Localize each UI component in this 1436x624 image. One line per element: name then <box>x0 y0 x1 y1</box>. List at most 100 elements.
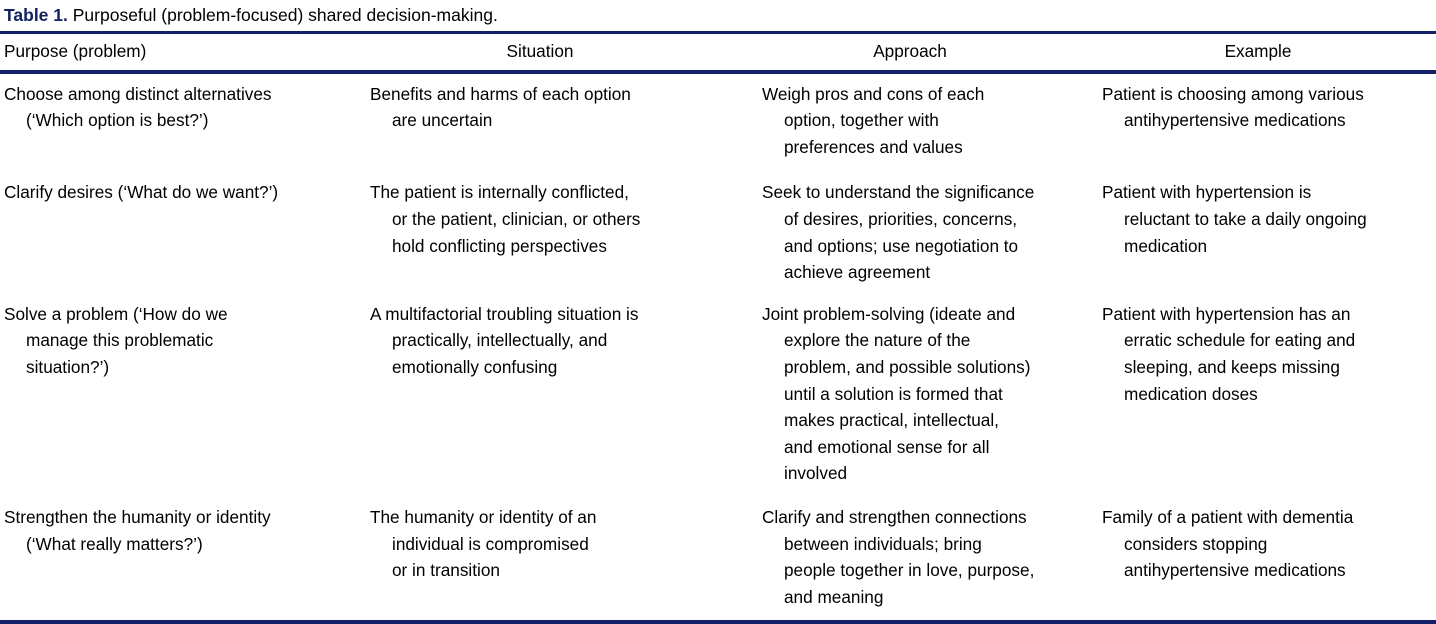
table-caption: Table 1. Purposeful (problem-focused) sh… <box>0 0 1436 31</box>
cell-line: A multifactorial troubling situation is <box>370 303 639 324</box>
cell-line: Patient is choosing among various <box>1102 83 1364 104</box>
cell-line: Seek to understand the significance <box>762 182 1035 203</box>
cell-line: or in transition <box>392 560 500 581</box>
table-body: Choose among distinct alternatives (‘Whic… <box>0 74 1436 621</box>
cell-example: Patient is choosing among various antihyp… <box>1080 81 1436 161</box>
column-header-situation: Situation <box>506 41 574 61</box>
table-row: Solve a problem (‘How do we manage this p… <box>0 294 1436 487</box>
cell-line: and meaning <box>784 586 884 607</box>
cell-line: and emotional sense for all <box>784 436 990 457</box>
cell-purpose: Strengthen the humanity or identity (‘Wha… <box>0 504 340 610</box>
cell-lines: Choose among distinct alternatives (‘Whic… <box>0 81 330 134</box>
rule-bottom <box>0 620 1436 624</box>
cell-lines: Weigh pros and cons of each option, toget… <box>740 81 1070 161</box>
cell-line: considers stopping <box>1124 533 1268 554</box>
cell-line: (‘What really matters?’) <box>26 533 203 554</box>
cell-situation: The humanity or identity of an individual… <box>340 504 740 610</box>
row-spacer <box>0 487 1436 497</box>
column-header-purpose: Purpose (problem) <box>4 41 147 61</box>
table-caption-text: Purposeful (problem-focused) shared deci… <box>72 5 498 25</box>
cell-example: Patient with hypertension is reluctant to… <box>1080 179 1436 285</box>
cell-line: involved <box>784 463 848 484</box>
cell-line: Clarify and strengthen connections <box>762 506 1027 527</box>
cell-purpose: Clarify desires (‘What do we want?’) <box>0 179 340 285</box>
cell-line: achieve agreement <box>784 262 931 283</box>
cell-line: Patient with hypertension is <box>1102 182 1312 203</box>
cell-line: erratic schedule for eating and <box>1124 330 1356 351</box>
cell-line: The patient is internally conflicted, <box>370 182 629 203</box>
cell-line: antihypertensive medications <box>1124 560 1346 581</box>
cell-line: explore the nature of the <box>784 330 971 351</box>
cell-line: The humanity or identity of an <box>370 506 597 527</box>
table-row: Choose among distinct alternatives (‘Whic… <box>0 74 1436 161</box>
cell-purpose: Choose among distinct alternatives (‘Whic… <box>0 81 340 161</box>
row-spacer <box>0 286 1436 294</box>
cell-purpose: Solve a problem (‘How do we manage this p… <box>0 301 340 487</box>
cell-situation: A multifactorial troubling situation is p… <box>340 301 740 487</box>
cell-line: Strengthen the humanity or identity <box>4 506 271 527</box>
cell-approach: Joint problem-solving (ideate and explore… <box>740 301 1080 487</box>
cell-line: and options; use negotiation to <box>784 235 1019 256</box>
cell-line: sleeping, and keeps missing <box>1124 356 1340 377</box>
cell-lines: Patient is choosing among various antihyp… <box>1080 81 1426 134</box>
cell-approach: Seek to understand the significance of de… <box>740 179 1080 285</box>
cell-approach: Weigh pros and cons of each option, toget… <box>740 81 1080 161</box>
cell-line: until a solution is formed that <box>784 383 1003 404</box>
cell-line: Weigh pros and cons of each <box>762 83 985 104</box>
row-spacer <box>0 160 1436 172</box>
rule-header <box>0 69 1436 74</box>
cell-line: antihypertensive medications <box>1124 110 1346 131</box>
column-header-example: Example <box>1224 41 1292 61</box>
cell-line: option, together with <box>784 110 939 131</box>
cell-line: (‘Which option is best?’) <box>26 110 209 131</box>
cell-line: of desires, priorities, concerns, <box>784 208 1018 229</box>
cell-lines: The humanity or identity of an individual… <box>340 504 730 584</box>
cell-line: are uncertain <box>392 110 493 131</box>
cell-lines: Joint problem-solving (ideate and explore… <box>740 301 1070 487</box>
cell-lines: Clarify desires (‘What do we want?’) <box>0 179 330 206</box>
cell-line: preferences and values <box>784 136 963 157</box>
table-caption-label: Table 1. <box>4 5 68 25</box>
table-row: Clarify desires (‘What do we want?’) The … <box>0 172 1436 285</box>
cell-lines: The patient is internally conflicted, or … <box>340 179 730 259</box>
cell-line: reluctant to take a daily ongoing <box>1124 208 1367 229</box>
cell-line: between individuals; bring <box>784 533 982 554</box>
rule-top <box>0 31 1436 34</box>
cell-situation: The patient is internally conflicted, or … <box>340 179 740 285</box>
cell-line: manage this problematic <box>26 330 214 351</box>
cell-lines: Family of a patient with dementia conside… <box>1080 504 1426 584</box>
cell-line: Joint problem-solving (ideate and <box>762 303 1016 324</box>
cell-line: emotionally confusing <box>392 356 558 377</box>
cell-line: medication doses <box>1124 383 1258 404</box>
cell-approach: Clarify and strengthen connections betwee… <box>740 504 1080 610</box>
cell-line: Patient with hypertension has an <box>1102 303 1351 324</box>
cell-lines: Clarify and strengthen connections betwee… <box>740 504 1070 610</box>
cell-lines: A multifactorial troubling situation is p… <box>340 301 730 381</box>
row-spacer <box>0 610 1436 620</box>
cell-line: makes practical, intellectual, <box>784 410 999 431</box>
table-header-row: Purpose (problem) Situation Approach Exa… <box>0 34 1436 70</box>
cell-line: Solve a problem (‘How do we <box>4 303 228 324</box>
cell-example: Patient with hypertension has an erratic … <box>1080 301 1436 487</box>
cell-line: practically, intellectually, and <box>392 330 608 351</box>
table-row: Strengthen the humanity or identity (‘Wha… <box>0 497 1436 610</box>
cell-line: individual is compromised <box>392 533 589 554</box>
cell-example: Family of a patient with dementia conside… <box>1080 504 1436 610</box>
cell-line: people together in love, purpose, <box>784 560 1035 581</box>
cell-line: or the patient, clinician, or others <box>392 208 641 229</box>
column-header-approach: Approach <box>873 41 947 61</box>
cell-lines: Strengthen the humanity or identity (‘Wha… <box>0 504 330 557</box>
cell-lines: Patient with hypertension has an erratic … <box>1080 301 1426 407</box>
cell-line: problem, and possible solutions) <box>784 356 1031 377</box>
cell-line: Choose among distinct alternatives <box>4 83 272 104</box>
cell-line: situation?’) <box>26 356 110 377</box>
cell-lines: Seek to understand the significance of de… <box>740 179 1070 285</box>
cell-line: Family of a patient with dementia <box>1102 506 1354 527</box>
cell-line: Clarify desires (‘What do we want?’) <box>4 182 279 203</box>
cell-line: medication <box>1124 235 1208 256</box>
cell-line: hold conflicting perspectives <box>392 235 607 256</box>
cell-lines: Solve a problem (‘How do we manage this p… <box>0 301 330 381</box>
